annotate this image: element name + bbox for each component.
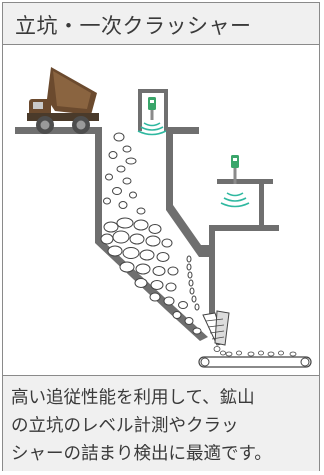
caption-line-2: の立坑のレベル計測やクラッ [11, 412, 313, 440]
right-mount-arm [217, 179, 273, 184]
caption-line-3: シャーの詰まり検出に最適です。 [11, 440, 313, 468]
caption-bar: 高い追従性能を利用して、鉱山 の立坑のレベル計測やクラッ シャーの詰まり検出に最… [3, 375, 319, 471]
right-pit-wall [209, 225, 279, 315]
sensor-frame-left [138, 91, 142, 131]
upper-level-sensor-icon [138, 97, 166, 135]
shaft-crusher-illustration [3, 45, 318, 375]
title-bar: 立坑・一次クラッシャー [3, 3, 319, 45]
shaft-right-wall [166, 127, 209, 257]
card-title: 立坑・一次クラッシャー [15, 10, 252, 40]
falling-rocks [104, 133, 146, 214]
sensor-frame-right [164, 91, 168, 131]
conveyor-belt-icon [199, 351, 311, 367]
application-card: 立坑・一次クラッシャー [2, 2, 320, 471]
sensor-frame-top [138, 89, 168, 93]
dump-truck-icon [27, 67, 99, 134]
chain [187, 256, 199, 310]
right-ground [171, 127, 199, 134]
caption-line-1: 高い追従性能を利用して、鉱山 [11, 384, 313, 412]
right-mount-post [259, 179, 264, 225]
crusher-icon [203, 311, 229, 355]
